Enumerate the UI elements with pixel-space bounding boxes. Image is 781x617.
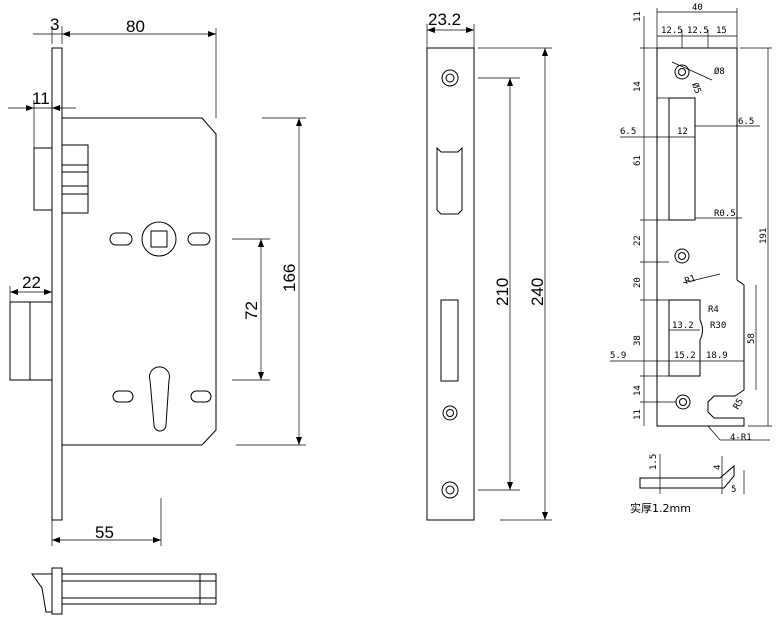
- dim-h-58: 58: [747, 333, 757, 344]
- dim-strike-top-width: 40: [692, 3, 703, 13]
- spindle-hub: [141, 221, 177, 257]
- dim-faceplate-width: 23.2: [428, 10, 461, 29]
- dim-row-22: 22: [633, 235, 643, 246]
- dim-row-14b: 14: [633, 385, 643, 396]
- latch-side-faceplate: [51, 567, 63, 615]
- latch-opening: [440, 299, 459, 382]
- dim-offset-left: 6.5: [620, 127, 636, 137]
- lock-faceplate-edge: [51, 47, 63, 521]
- strike-deadbolt-slot: [668, 97, 696, 221]
- dim-backset: 55: [95, 523, 114, 542]
- strike-latch-slot: [668, 299, 703, 377]
- thickness-note: 实厚1.2mm: [630, 501, 691, 515]
- spindle-square: [150, 230, 168, 248]
- deadbolt-housing: [61, 144, 89, 214]
- dim-seg-a: 12.5: [661, 26, 683, 36]
- dim-body-width: 80: [126, 17, 145, 36]
- dim-hole-dia2: Ø5: [689, 81, 703, 95]
- dim-row-14a: 14: [633, 81, 643, 92]
- dim-radius-4r1: 4-R1: [730, 433, 752, 443]
- strike-bend-detail: 1.5 4 5: [639, 454, 745, 495]
- dim-seg-c: 15: [716, 26, 727, 36]
- dim-w-152: 15.2: [674, 351, 696, 361]
- dim-faceplate-length: 240: [528, 278, 547, 306]
- dim-bend-15: 1.5: [649, 454, 659, 470]
- dim-bend-5: 5: [731, 485, 736, 495]
- strike-hole-bottom: [675, 394, 691, 410]
- mount-slot-lower-left: [112, 390, 134, 403]
- screw-hole-middle: [442, 405, 458, 421]
- dim-faceplate-offset: 11: [32, 89, 50, 108]
- dim-center-distance: 72: [242, 301, 261, 320]
- latch-side-tongue: [31, 573, 52, 613]
- dim-row-38: 38: [633, 335, 643, 346]
- dim-radius-05: R0.5: [714, 209, 736, 219]
- mount-slot-lower-right: [190, 390, 212, 403]
- screw-hole-bottom: [441, 481, 459, 499]
- dim-w-59: 5.9: [610, 351, 626, 361]
- dim-faceplate-thickness: 3: [50, 15, 59, 34]
- dim-slot-width: 12: [677, 127, 688, 137]
- dim-radius-5: R5: [732, 397, 746, 411]
- cylinder-cutout: [149, 366, 170, 432]
- latch-side-body: [61, 573, 217, 605]
- bend-profile: [639, 464, 735, 489]
- dim-radius-30: R30: [710, 321, 726, 331]
- faceplate-outline: [426, 47, 475, 521]
- dim-row-11b: 11: [633, 409, 643, 420]
- dim-w-189: 18.9: [706, 351, 728, 361]
- strike-plate-outline: [656, 47, 745, 427]
- dim-hole-spacing: 210: [493, 278, 512, 306]
- dim-strike-total-height: 191: [759, 228, 769, 244]
- dim-radius-1: R1: [684, 274, 698, 287]
- dim-seg-b: 12.5: [687, 26, 709, 36]
- dim-row-61: 61: [633, 155, 643, 166]
- dim-body-height: 166: [280, 264, 299, 292]
- mount-slot-left: [109, 232, 133, 246]
- mount-slot-right: [187, 232, 211, 246]
- dim-radius-4: R4: [708, 305, 719, 315]
- screw-hole-top: [441, 69, 459, 87]
- lock-case-outline: [61, 117, 217, 446]
- dim-bend-4: 4: [713, 465, 723, 470]
- dim-offset-right: 6.5: [738, 117, 754, 127]
- dim-row-20: 20: [633, 277, 643, 288]
- dim-latch-projection: 22: [22, 273, 41, 292]
- deadbolt-block: [33, 147, 53, 211]
- lock-body-view: 3 80 11 22 55 72 166: [8, 15, 306, 615]
- strike-hole-top: [674, 64, 690, 80]
- dim-hole-dia: Ø8: [714, 66, 725, 77]
- dim-top-margin: 11: [633, 11, 643, 22]
- dim-w-132: 13.2: [672, 321, 694, 331]
- deadbolt-opening: [436, 146, 463, 215]
- strike-plate-view: 40 12.5 12.5 15 11 14 61 22 20 38 14 11 …: [610, 3, 772, 515]
- strike-hole-middle: [674, 248, 690, 264]
- latch-bolt: [9, 301, 53, 381]
- faceplate-view: 23.2 210 240: [426, 10, 552, 521]
